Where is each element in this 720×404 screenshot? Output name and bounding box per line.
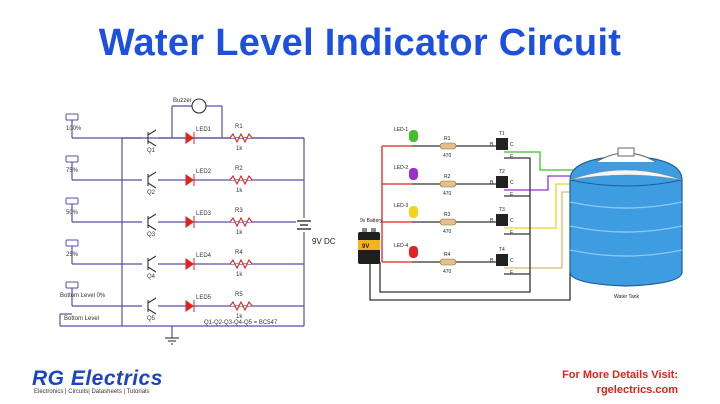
transistor-label: T4: [499, 247, 505, 253]
transistor-label: Q4: [147, 274, 156, 280]
transistor-label: T2: [499, 169, 505, 175]
resistor-label: R5: [235, 292, 243, 298]
more-details: For More Details Visit: rgelectrics.com: [562, 368, 678, 398]
pin-label: B: [490, 142, 494, 148]
level-probes: [65, 113, 79, 289]
water-tank: [569, 147, 683, 287]
pin-label: C: [510, 142, 514, 148]
resistor-label: R1: [235, 124, 243, 130]
website-link[interactable]: rgelectrics.com: [596, 384, 678, 396]
level-label: Bottom Level 0%: [60, 293, 106, 299]
resistor-value: 470: [443, 229, 452, 235]
level-label: 100%: [66, 126, 82, 132]
resistor-value: 470: [443, 153, 452, 159]
resistor-label: R4: [444, 252, 451, 258]
pin-label: C: [510, 258, 514, 264]
ground-symbol: [165, 337, 179, 345]
led-label: LED-2: [394, 165, 408, 171]
pin-label: C: [510, 218, 514, 224]
resistors-left: [229, 132, 253, 312]
brand-logo: RG Electrics: [32, 367, 163, 390]
resistor-value: 1k: [236, 272, 243, 278]
led-label: LED3: [196, 211, 212, 217]
transistor-label: Q5: [147, 316, 156, 322]
resistor-label: R2: [235, 166, 243, 172]
pin-label: B: [490, 180, 494, 186]
battery-brand: 9V: [362, 244, 369, 250]
pin-label: C: [510, 180, 514, 186]
led-label: LED4: [196, 253, 212, 259]
led-label: LED-4: [394, 243, 408, 249]
resistor-value: 470: [443, 191, 452, 197]
resistor-label: R4: [235, 250, 243, 256]
led-purple: [409, 168, 418, 180]
resistor-value: 470: [443, 269, 452, 275]
resistor-label: R3: [235, 208, 243, 214]
more-details-label: For More Details Visit:: [562, 369, 678, 381]
resistor-label: R2: [444, 174, 451, 180]
transistor-label: T1: [499, 131, 505, 137]
led-label: LED5: [196, 295, 212, 301]
pin-label: E: [510, 154, 514, 160]
led-green: [409, 130, 418, 142]
brand-tagline: Electronics | Circuits| Datasheets | Tut…: [34, 389, 150, 395]
led-label: LED2: [196, 169, 212, 175]
leds-left: [185, 132, 195, 312]
level-label: 25%: [66, 252, 79, 258]
supply-label: 9V DC: [312, 237, 336, 246]
pin-label: E: [510, 230, 514, 236]
resistor-value: 1k: [236, 314, 243, 320]
battery-symbol: [296, 218, 312, 232]
left-circuit: [59, 105, 305, 338]
transistor-label: Q1: [147, 148, 156, 154]
pin-label: B: [490, 258, 494, 264]
resistor-value: 1k: [236, 188, 243, 194]
resistor-label: R3: [444, 212, 451, 218]
leds-right: [409, 130, 418, 258]
transistor-label: Q3: [147, 232, 156, 238]
transistor-note: Q1-Q2-Q3-Q4-Q5 = BC547: [204, 320, 278, 326]
resistor-label: R1: [444, 136, 451, 142]
pin-label: E: [510, 270, 514, 276]
tank-label: Water Tank: [614, 294, 640, 300]
led-label: LED-3: [394, 203, 408, 209]
buzzer-label: Buzzer: [173, 98, 192, 104]
transistor-label: T3: [499, 207, 505, 213]
level-label: 75%: [66, 168, 79, 174]
transistors-left: [147, 129, 157, 315]
level-label: 50%: [66, 210, 79, 216]
right-wires: [369, 145, 621, 301]
led-label: LED1: [196, 127, 212, 133]
pin-label: E: [510, 192, 514, 198]
transistor-label: Q2: [147, 190, 156, 196]
led-red: [409, 246, 418, 258]
battery-label: 9v Battery: [360, 218, 383, 224]
resistor-value: 1k: [236, 146, 243, 152]
resistor-value: 1k: [236, 230, 243, 236]
battery-9v: [358, 228, 380, 264]
pin-label: B: [490, 218, 494, 224]
led-label: LED-1: [394, 127, 408, 133]
transistors-right: [496, 138, 508, 266]
page-title: Water Level Indicator Circuit: [98, 22, 622, 64]
buzzer-symbol: [191, 98, 207, 114]
resistors-right: [439, 142, 457, 266]
bottom-level-label: Bottom Level: [64, 316, 99, 322]
led-yellow: [409, 206, 418, 218]
